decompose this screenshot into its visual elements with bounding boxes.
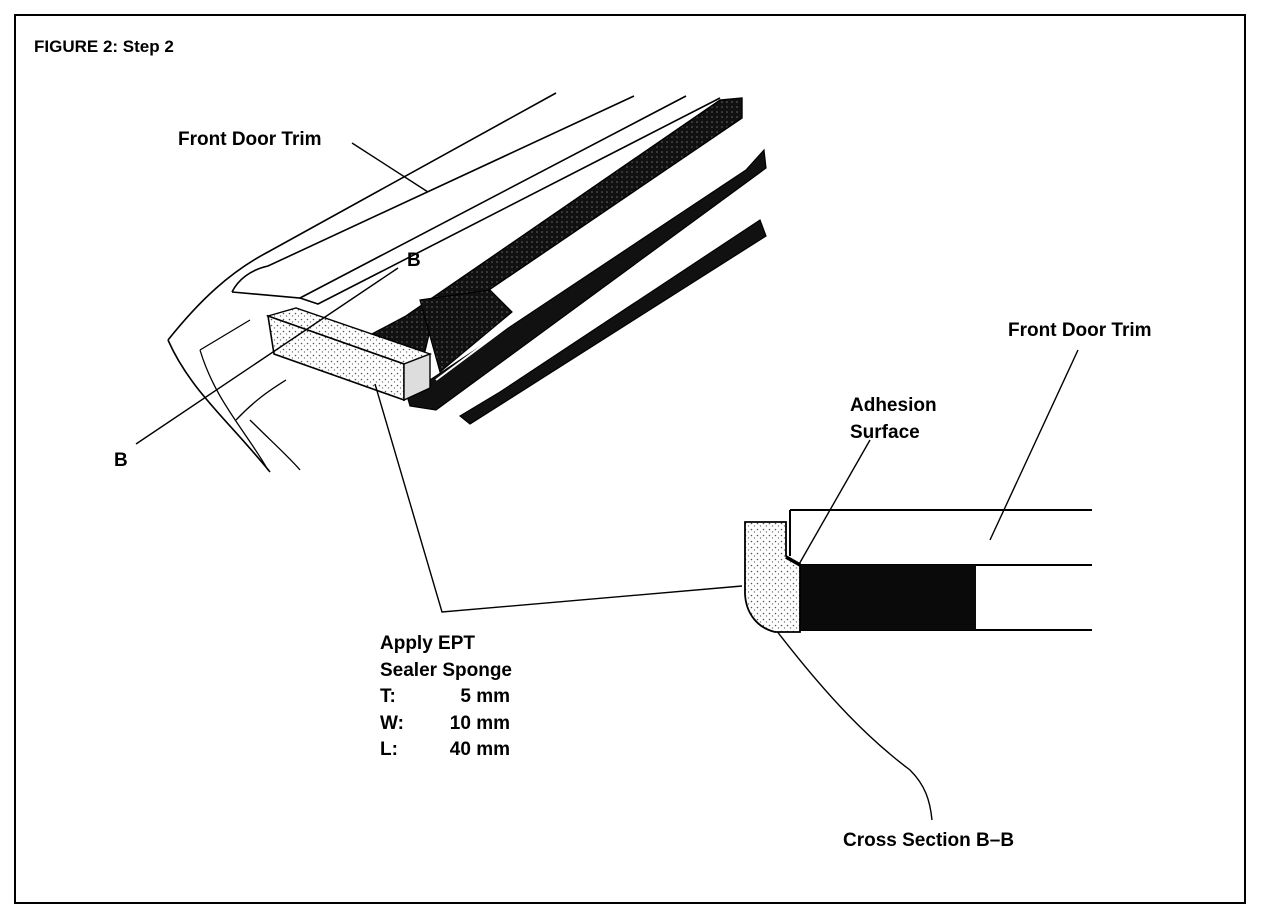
leader-sponge xyxy=(374,383,743,613)
trim-top-edge xyxy=(231,95,635,293)
leader-trim-section xyxy=(989,349,1079,541)
adhesion-line-2: Surface xyxy=(850,422,920,443)
spec-key: W: xyxy=(380,712,404,734)
adhesion-line-1: Adhesion xyxy=(850,395,937,416)
trim-leg-3 xyxy=(235,379,301,471)
spec-title-line-1: Apply EPT xyxy=(380,633,476,654)
spec-row-length: L: 40 mm xyxy=(380,737,512,764)
channel-highlight xyxy=(435,149,745,381)
cross-section-drawing xyxy=(744,509,1092,633)
spec-row-width: W: 10 mm xyxy=(380,711,512,738)
figure-title: FIGURE 2: Step 2 xyxy=(34,37,174,56)
trim-leg-2 xyxy=(199,319,269,471)
label-section-marker-bottom: B xyxy=(114,450,128,471)
spec-value: 5 mm xyxy=(460,686,510,707)
label-cross-section: Cross Section B–B xyxy=(843,830,1015,851)
spec-row-thickness: T: 5 mm xyxy=(380,684,512,711)
leader-lines xyxy=(351,142,1079,821)
label-front-door-trim-section: Front Door Trim xyxy=(1008,320,1152,341)
trim-step-edge xyxy=(299,97,721,305)
spec-key: T: xyxy=(380,686,396,707)
ept-sponge-block xyxy=(265,289,513,402)
spec-title-line-2: Sealer Sponge xyxy=(380,659,512,681)
trim-leg-1 xyxy=(167,339,271,473)
figure-frame xyxy=(14,14,1246,904)
trim-perspective xyxy=(167,92,721,473)
spec-value: 40 mm xyxy=(449,739,510,760)
spec-value: 10 mm xyxy=(449,712,510,734)
rubber-section xyxy=(800,565,976,630)
leader-cross-section xyxy=(775,629,933,821)
sponge-side-face xyxy=(403,352,431,402)
sponge-back-pad xyxy=(419,289,513,374)
label-front-door-trim-main: Front Door Trim xyxy=(178,129,322,150)
rubber-channel-bottom xyxy=(458,219,767,425)
label-adhesion-surface: Adhesion Surface xyxy=(850,392,937,446)
sponge-spec: Apply EPT Sealer Sponge T: 5 mm W: 10 mm… xyxy=(380,631,512,764)
trim-outer-edge xyxy=(167,92,557,341)
rubber-channel-upper xyxy=(370,97,743,374)
spec-key: L: xyxy=(380,739,398,760)
leader-trim-main xyxy=(351,142,429,193)
sponge-section xyxy=(744,521,801,633)
section-cut-line xyxy=(135,267,399,445)
adhesion-surface xyxy=(785,555,801,567)
leader-adhesion xyxy=(797,439,871,567)
label-section-marker-top: B xyxy=(407,250,421,271)
rubber-channels xyxy=(370,97,767,425)
